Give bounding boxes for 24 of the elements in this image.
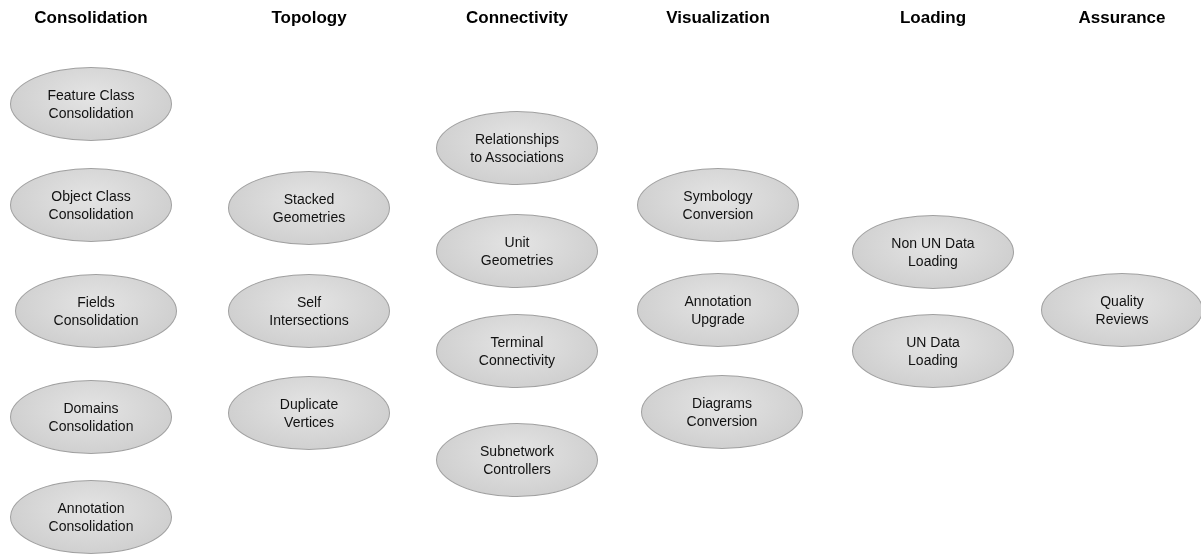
process-ellipse: Annotation Upgrade <box>637 273 799 347</box>
process-ellipse: Fields Consolidation <box>15 274 177 348</box>
process-ellipse: Symbology Conversion <box>637 168 799 242</box>
process-ellipse: Object Class Consolidation <box>10 168 172 242</box>
process-ellipse: Relationships to Associations <box>436 111 598 185</box>
column-heading: Assurance <box>1078 8 1166 28</box>
process-ellipse: Stacked Geometries <box>228 171 390 245</box>
process-ellipse: Terminal Connectivity <box>436 314 598 388</box>
process-ellipse: Domains Consolidation <box>10 380 172 454</box>
column-heading: Topology <box>271 8 347 28</box>
column-heading: Loading <box>899 8 967 28</box>
column-heading: Connectivity <box>466 8 568 28</box>
process-ellipse: Self Intersections <box>228 274 390 348</box>
column-heading: Visualization <box>666 8 770 28</box>
process-ellipse: Unit Geometries <box>436 214 598 288</box>
process-ellipse: UN Data Loading <box>852 314 1014 388</box>
process-ellipse: Feature Class Consolidation <box>10 67 172 141</box>
process-ellipse: Subnetwork Controllers <box>436 423 598 497</box>
column-heading: Consolidation <box>34 8 148 28</box>
process-ellipse: Diagrams Conversion <box>641 375 803 449</box>
process-ellipse: Annotation Consolidation <box>10 480 172 554</box>
process-ellipse: Non UN Data Loading <box>852 215 1014 289</box>
process-ellipse: Quality Reviews <box>1041 273 1201 347</box>
process-ellipse: Duplicate Vertices <box>228 376 390 450</box>
